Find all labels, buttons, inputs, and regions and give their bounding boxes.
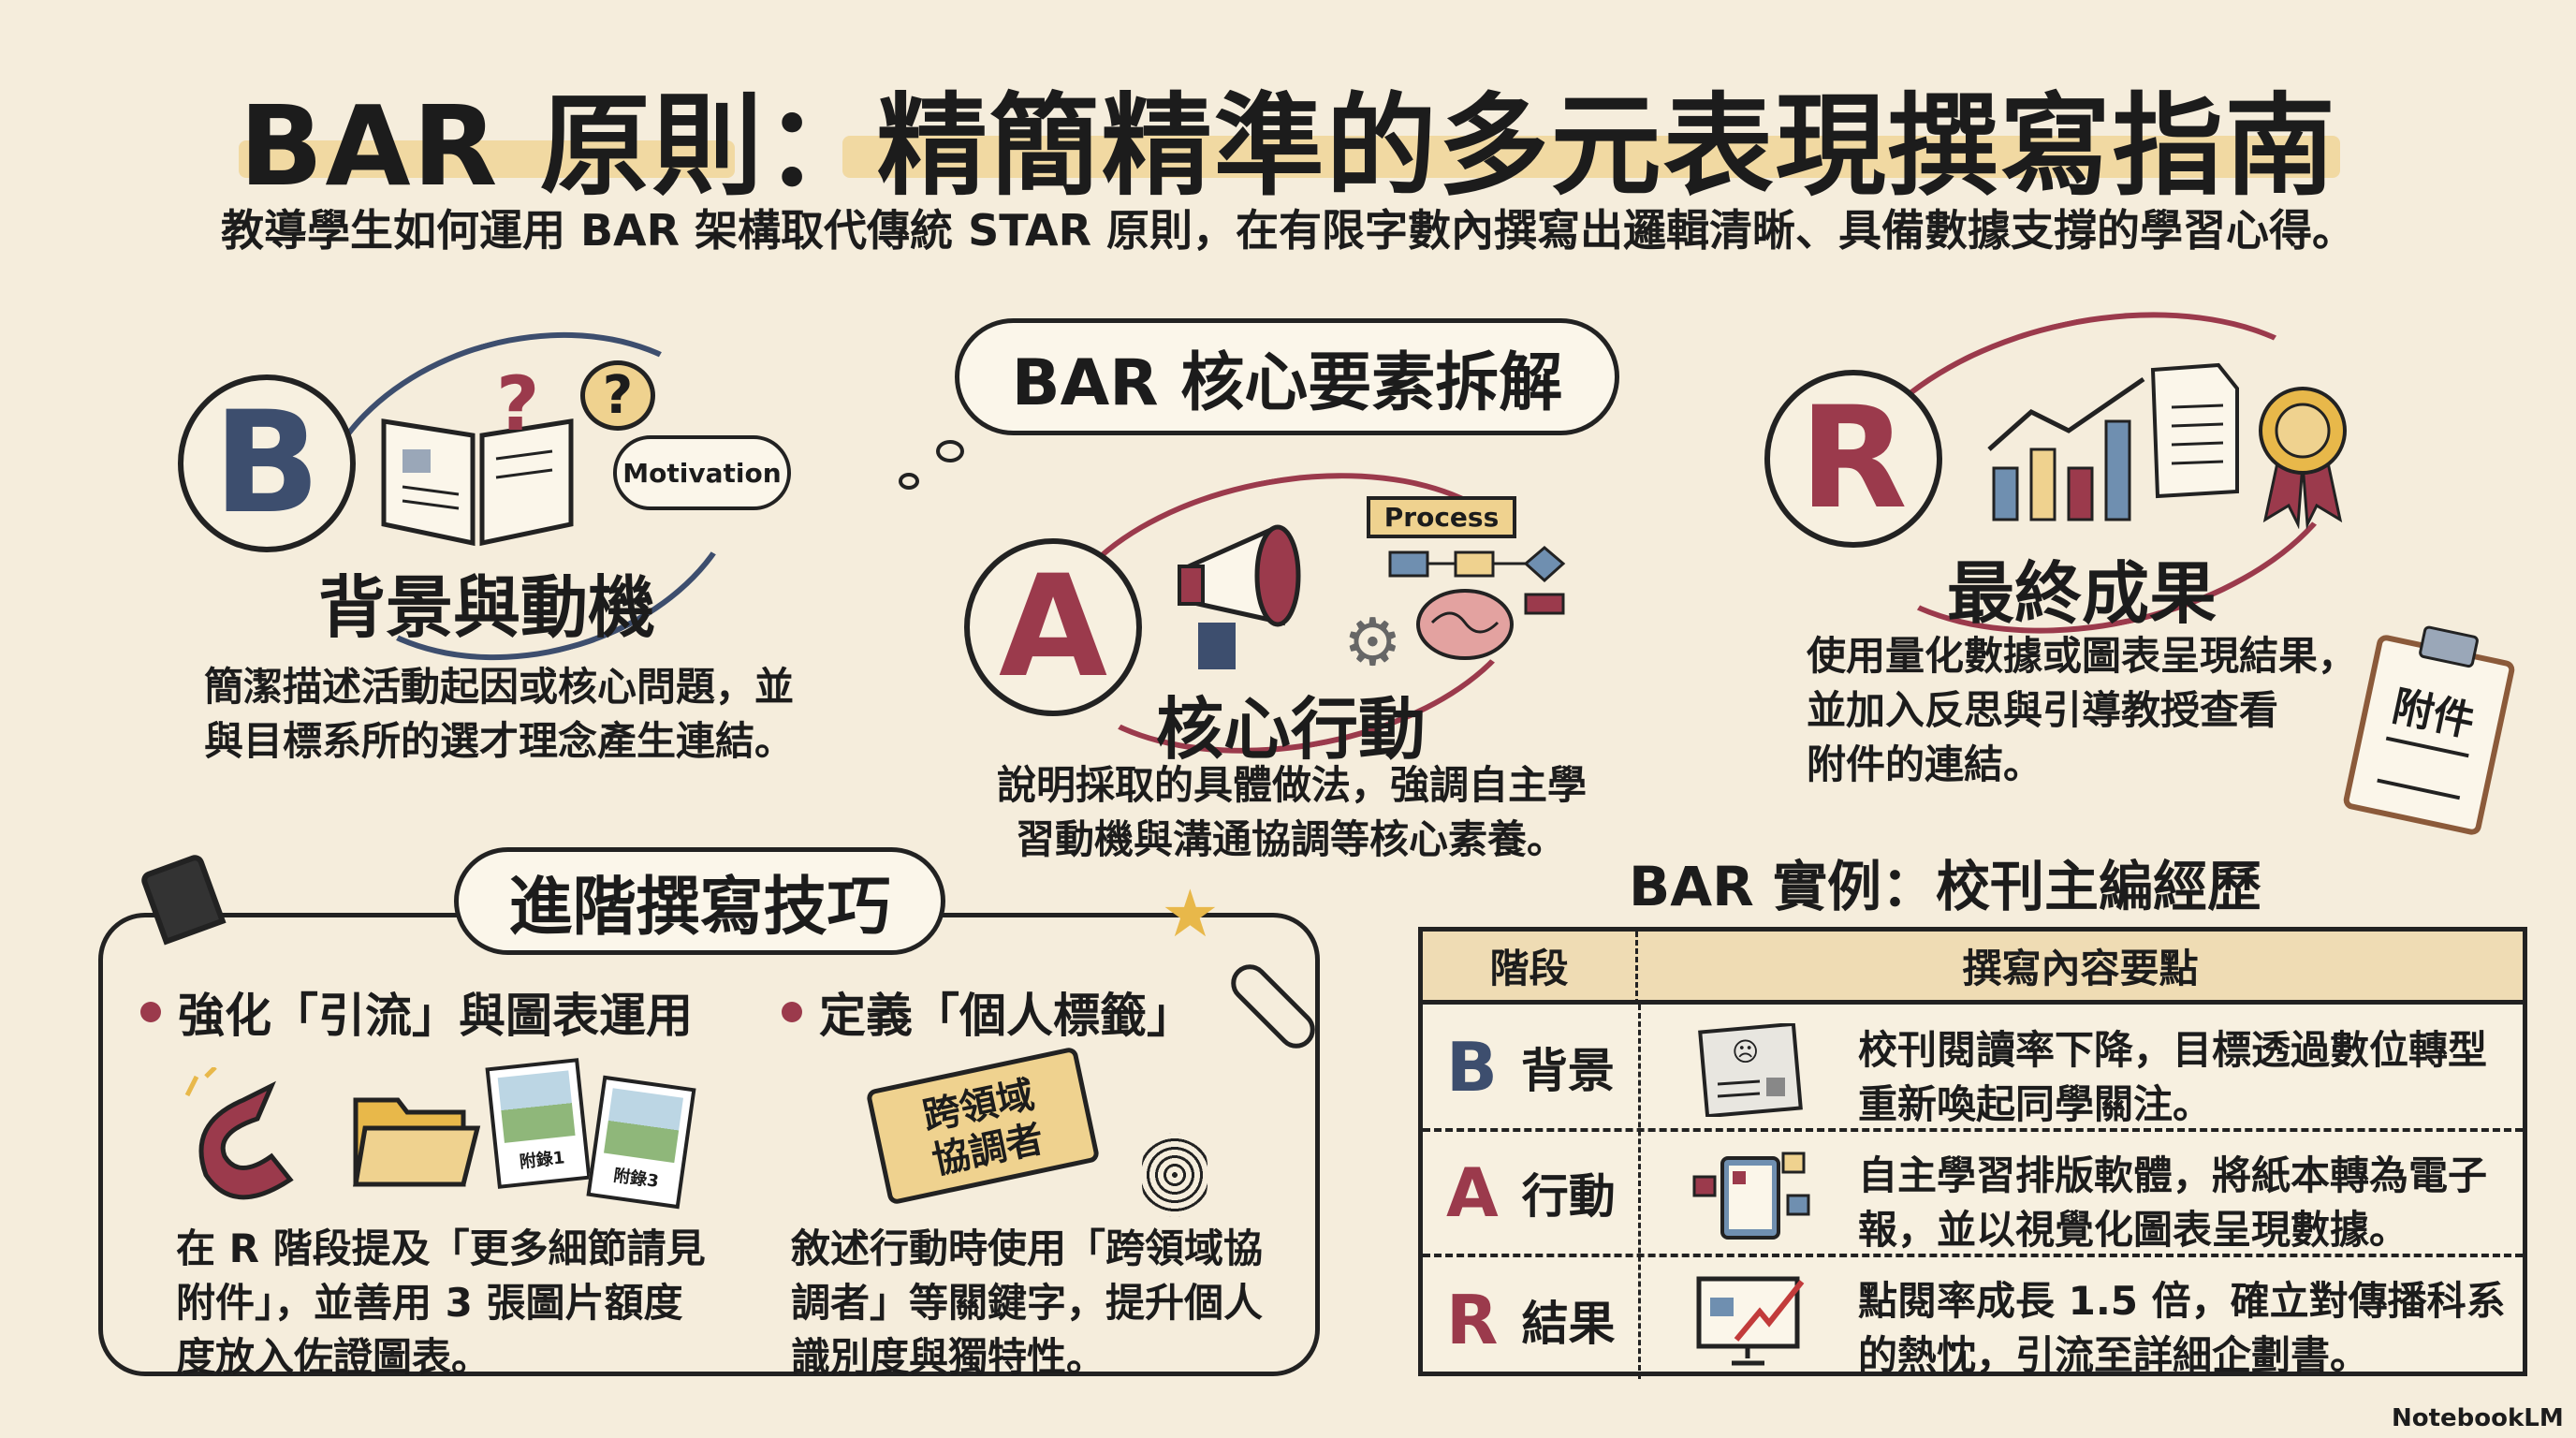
r-description: 使用量化數據或圖表呈現結果， 並加入反思與引導教授查看 附件的連結。 (1807, 629, 2357, 792)
b-description: 簡潔描述活動起因或核心問題，並 與目標系所的選才理念產生連結。 (204, 660, 794, 769)
svg-text:☹: ☹ (1732, 1036, 1759, 1067)
content-line: 的熱忱，引流至詳細企劃書。 (1858, 1332, 2370, 1378)
stage-letter: B (1446, 1028, 1498, 1107)
megaphone-icon (1178, 524, 1301, 669)
tablet-social-icon (1692, 1152, 1810, 1240)
monitor-growth-icon (1696, 1276, 1805, 1366)
b-title: 背景與動機 (318, 568, 656, 647)
core-heading: BAR 核心要素拆解 (1011, 346, 1563, 420)
row-content: 校刊閱讀率下降，目標透過數位轉型重新喚起同學關注。 (1858, 1023, 2487, 1132)
open-book-icon (381, 418, 574, 547)
desc-line: 調者」等關鍵字，提升個人 (791, 1280, 1264, 1326)
award-ribbon-icon (2259, 387, 2347, 529)
desc-line: 度放入佐證圖表。 (176, 1334, 491, 1380)
advanced-heading: 進階撰寫技巧 (508, 871, 891, 945)
photo-attachment-3: 附錄3 (586, 1075, 696, 1210)
desc-line: 並加入反思與引導教授查看 (1807, 687, 2279, 733)
desc-line: 附件的連結。 (1807, 741, 2043, 787)
magnet-icon (184, 1067, 294, 1200)
column-header-content: 撰寫內容要點 (1638, 932, 2523, 1005)
sad-newspaper-icon: ☹ (1698, 1023, 1803, 1117)
document-icon (2150, 362, 2239, 499)
motivation-bubble: Motivation (613, 435, 791, 510)
fingerprint-icon (1142, 1133, 1208, 1217)
content-line: 報，並以視覺化圖表呈現數據。 (1858, 1207, 2409, 1253)
table-row: A 行動 自主學習排版軟體，將紙本轉為電子報，並以視覺化圖表呈現數據。 (1423, 1132, 2523, 1257)
stage-letter: A (1446, 1153, 1499, 1232)
tip-label-description: 敘述行動時使用「跨領域協 調者」等關鍵字，提升個人 識別度與獨特性。 (791, 1222, 1263, 1385)
photo-image (497, 1070, 576, 1143)
clipboard-icon: 附件 (2341, 624, 2517, 837)
stage-cell: R 結果 (1446, 1257, 1615, 1383)
brain-icon (1416, 589, 1514, 660)
content-line: 校刊閱讀率下降，目標透過數位轉型 (1858, 1027, 2488, 1073)
desc-line: 識別度與獨特性。 (791, 1334, 1106, 1380)
content-line: 點閱率成長 1.5 倍，確立對傳播科系 (1858, 1278, 2506, 1324)
subtitle: 教導學生如何運用 BAR 架構取代傳統 STAR 原則，在有限字數內撰寫出邏輯清… (220, 205, 2356, 256)
tip-title: 定義「個人標籤」 (819, 989, 1193, 1043)
content-line: 重新喚起同學關注。 (1858, 1081, 2213, 1127)
page-title: BAR 原則：精簡精準的多元表現撰寫指南 (239, 81, 2337, 211)
example-table: 階段 撰寫內容要點 B 背景 ☹ 校刊閱讀率下降，目標透過數位轉型重新喚起同學關注… (1418, 927, 2527, 1379)
photo-caption: 附錄1 (518, 1148, 566, 1173)
a-description: 說明採取的具體做法，強調自主學 習動機與溝通協調等核心素養。 (997, 758, 1587, 867)
tip-traffic-title: 強化「引流」與圖表運用 (140, 978, 693, 1046)
desc-line: 使用量化數據或圖表呈現結果， (1807, 633, 2358, 679)
content-line: 自主學習排版軟體，將紙本轉為電子 (1858, 1152, 2488, 1198)
stage-letter: R (1446, 1281, 1499, 1359)
bar-chart-icon (1987, 376, 2145, 521)
folder-icon (353, 1097, 481, 1187)
table-row: B 背景 ☹ 校刊閱讀率下降，目標透過數位轉型重新喚起同學關注。 (1423, 1006, 2523, 1132)
b-letter-badge: B (178, 374, 356, 552)
photo-caption: 附錄3 (612, 1166, 660, 1192)
thought-bubble-dot (899, 473, 919, 490)
desc-line: 與目標系所的選才理念產生連結。 (204, 718, 795, 764)
bullet-dot (140, 1002, 161, 1022)
desc-line: 習動機與溝通協調等核心素養。 (1016, 816, 1567, 862)
star-icon: ★ (1161, 875, 1220, 952)
column-header-stage: 階段 (1423, 932, 1638, 1005)
desc-line: 在 R 階段提及「更多細節請見 (176, 1225, 706, 1271)
stage-cell: A 行動 (1446, 1132, 1616, 1254)
desc-line: 簡潔描述活動起因或核心問題，並 (204, 664, 795, 710)
r-letter-badge: R (1764, 370, 1942, 548)
photo-attachment-1: 附錄1 (485, 1058, 592, 1189)
desc-line: 敘述行動時使用「跨領域協 (791, 1225, 1264, 1271)
example-heading: BAR 實例：校刊主編經歷 (1629, 855, 2261, 918)
tip-traffic-description: 在 R 階段提及「更多細節請見 附件」，並善用 3 張圖片額度 度放入佐證圖表。 (176, 1222, 706, 1385)
tip-title: 強化「引流」與圖表運用 (178, 989, 693, 1043)
column-divider (1638, 1005, 1641, 1379)
stage-label: 結果 (1521, 1297, 1616, 1351)
gear-icon: ⚙ (1343, 604, 1402, 681)
clipboard-lines (2377, 736, 2469, 800)
question-bubble-icon: ? (580, 360, 655, 431)
a-title: 核心行動 (1156, 690, 1427, 769)
notebooklm-watermark: NotebookLM (2392, 1404, 2564, 1432)
question-mark-icon: ? (496, 360, 540, 448)
a-letter-badge: A (964, 538, 1142, 716)
tip-label-title: 定義「個人標籤」 (782, 978, 1193, 1046)
desc-line: 附件」，並善用 3 張圖片額度 (176, 1280, 683, 1326)
core-heading-cloud: BAR 核心要素拆解 (955, 318, 1619, 435)
table-row: R 結果 點閱率成長 1.5 倍，確立對傳播科系的熱忱，引流至詳細企劃書。 (1423, 1257, 2523, 1383)
stage-label: 行動 (1521, 1169, 1616, 1224)
row-content: 點閱率成長 1.5 倍，確立對傳播科系的熱忱，引流至詳細企劃書。 (1858, 1274, 2506, 1383)
bullet-dot (782, 1002, 802, 1022)
stage-cell: B 背景 (1446, 1006, 1615, 1128)
motivation-label: Motivation (622, 457, 782, 489)
clipboard-label: 附件 (2388, 682, 2480, 747)
process-label-box: Process (1367, 496, 1516, 538)
flowchart-icon (1388, 546, 1566, 615)
stage-label: 背景 (1520, 1044, 1615, 1098)
clipboard-clip (2418, 624, 2481, 669)
photo-image (604, 1088, 684, 1164)
thought-bubble-dot (936, 440, 964, 462)
row-content: 自主學習排版軟體，將紙本轉為電子報，並以視覺化圖表呈現數據。 (1858, 1149, 2487, 1257)
advanced-heading-cloud: 進階撰寫技巧 (454, 847, 945, 955)
r-title: 最終成果 (1947, 554, 2217, 633)
desc-line: 說明採取的具體做法，強調自主學 (997, 762, 1588, 808)
